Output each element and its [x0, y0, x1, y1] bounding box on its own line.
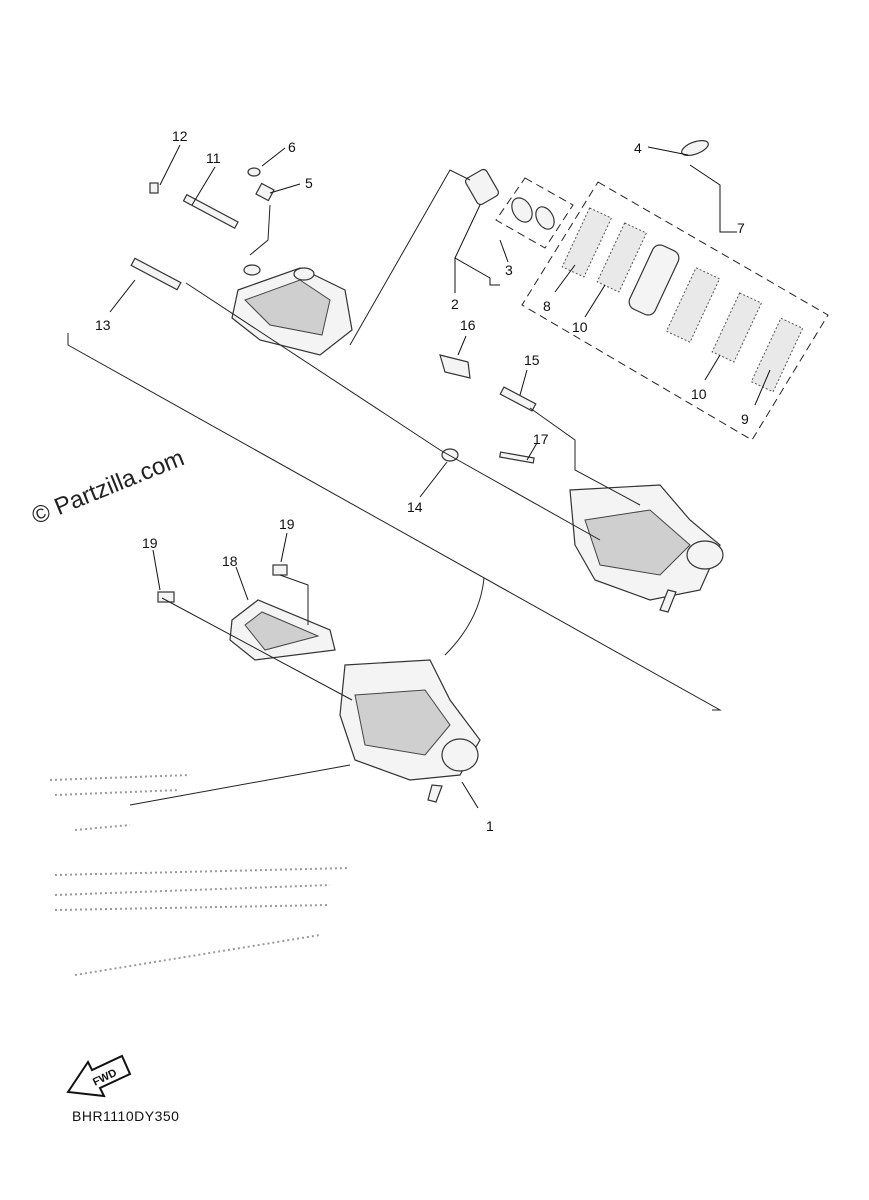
callout-10a: 10 [572, 319, 588, 335]
callout-10b: 10 [691, 386, 707, 402]
callout-8: 8 [543, 298, 551, 314]
callout-5: 5 [305, 175, 313, 191]
group-connector-curve [444, 577, 485, 656]
small-hardware [130, 140, 709, 603]
callout-4: 4 [634, 140, 642, 156]
assembly-lines [129, 169, 641, 806]
group-bracket-line [67, 333, 722, 711]
diagram-code: BHR1110DY350 [72, 1108, 180, 1124]
caliper-assembly-main [339, 659, 481, 803]
callout-6: 6 [288, 139, 296, 155]
callout-15: 15 [524, 352, 540, 368]
callout-11: 11 [206, 150, 221, 166]
callout-16: 16 [460, 317, 476, 333]
callout-12: 12 [172, 128, 188, 144]
forward-arrow-icon: FWD [66, 1054, 132, 1098]
callout-14: 14 [407, 499, 423, 515]
piston-and-seals [464, 168, 555, 230]
pad-kit-box [521, 181, 829, 441]
brake-pads [561, 207, 804, 393]
callout-18: 18 [222, 553, 238, 569]
caliper-bracket [229, 599, 336, 661]
callout-3: 3 [505, 262, 513, 278]
upper-caliper-body [231, 264, 353, 356]
callout-19b: 19 [142, 535, 158, 551]
callout-leaders [109, 144, 771, 809]
seal-kit-box [495, 177, 574, 249]
faded-artwork [49, 774, 351, 976]
callout-1: 1 [486, 818, 494, 834]
caliper-assembly-right [569, 484, 724, 613]
callout-19a: 19 [279, 516, 295, 532]
callout-2: 2 [451, 296, 459, 312]
callout-9: 9 [741, 411, 749, 427]
callout-13: 13 [95, 317, 111, 333]
callout-17: 17 [533, 431, 549, 447]
callout-7: 7 [737, 220, 745, 236]
